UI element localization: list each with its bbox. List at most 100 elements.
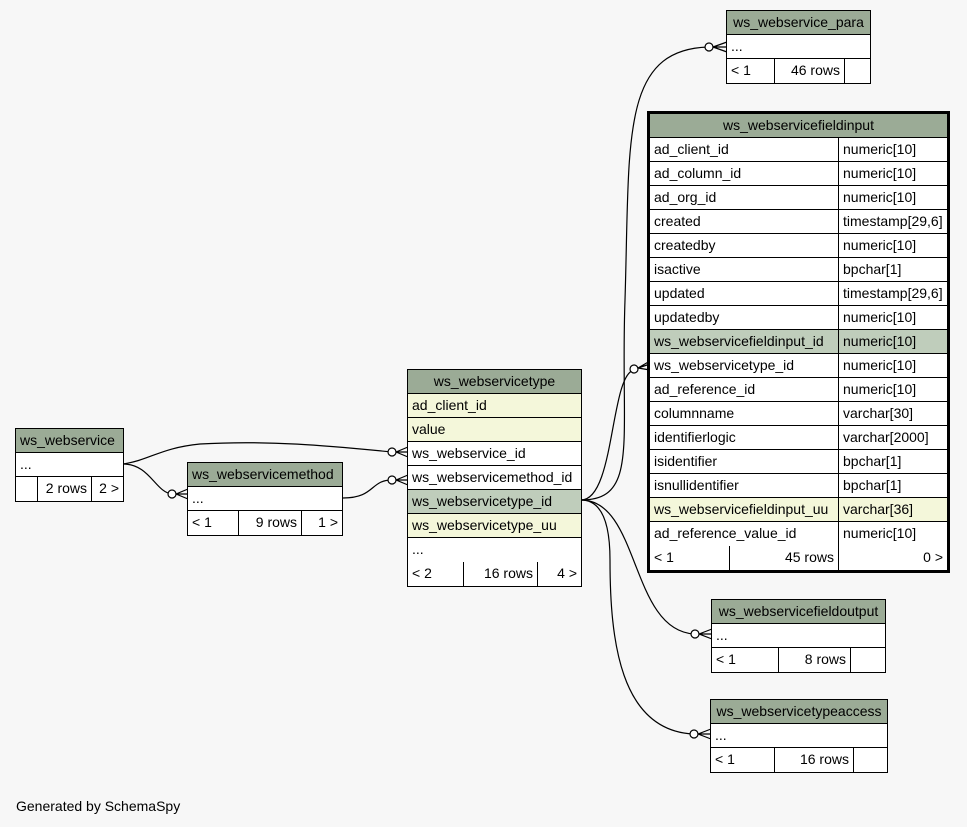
table-stats-row: 2 rows 2 > xyxy=(16,477,123,501)
column-type: varchar[36] xyxy=(843,501,914,517)
table-row: ... xyxy=(408,538,581,562)
crows-foot xyxy=(395,474,409,486)
column-name: createdby xyxy=(650,234,839,257)
optional-marker xyxy=(387,447,397,457)
column-type: timestamp[29,6] xyxy=(843,213,943,229)
column-name: ... xyxy=(412,541,424,557)
table-header[interactable]: ws_webservicetype xyxy=(408,370,581,394)
table-row: ... xyxy=(711,724,887,748)
optional-marker xyxy=(629,364,639,374)
relation-webservice-to-webservicemethod xyxy=(122,463,173,495)
table-header[interactable]: ws_webservicefieldinput xyxy=(650,114,947,138)
column-type: numeric[10] xyxy=(843,141,917,157)
children-link[interactable]: 0 > xyxy=(923,549,943,565)
relation-webservicemethod-to-webservicetype xyxy=(342,479,393,499)
relation-webservicetype-to-typeaccess xyxy=(580,499,694,735)
table-stats-row: < 2 16 rows 4 > xyxy=(408,562,581,586)
crows-foot xyxy=(712,41,728,53)
table-row: ... xyxy=(16,453,123,477)
table-header[interactable]: ws_webservice xyxy=(16,429,123,453)
column-type: bpchar[1] xyxy=(843,477,902,493)
table-ws-webservicemethod[interactable]: ws_webservicemethod ... < 1 9 rows 1 > xyxy=(187,462,343,536)
row-count: 16 rows xyxy=(464,562,538,586)
column-type: numeric[10] xyxy=(843,237,917,253)
column-name: ... xyxy=(731,38,743,54)
column-name: columnname xyxy=(650,402,839,425)
column-type: numeric[10] xyxy=(843,309,917,325)
column-name: ad_org_id xyxy=(650,186,839,209)
column-name: ad_reference_id xyxy=(650,378,839,401)
table-header[interactable]: ws_webservice_para xyxy=(727,11,870,35)
table-stats-row: < 1 9 rows 1 > xyxy=(188,511,342,535)
children-link[interactable]: 2 > xyxy=(99,480,119,496)
row-count: 9 rows xyxy=(239,511,302,535)
column-name: isactive xyxy=(650,258,839,281)
column-type: varchar[30] xyxy=(843,405,914,421)
parents-link[interactable]: < 1 xyxy=(188,511,239,535)
relation-webservicetype-to-fieldinput xyxy=(580,369,635,501)
column-name: ws_webservicetype_id xyxy=(412,493,553,509)
children-link[interactable]: 1 > xyxy=(318,514,338,530)
table-row: ... xyxy=(727,35,870,59)
table-ws-webservice-para[interactable]: ws_webservice_para ... < 1 46 rows xyxy=(726,10,871,84)
optional-marker xyxy=(689,729,699,739)
table-ws-webservicefieldoutput[interactable]: ws_webservicefieldoutput ... < 1 8 rows xyxy=(711,599,886,673)
children-link[interactable] xyxy=(845,59,870,83)
table-row: ws_webservicemethod_id xyxy=(408,466,581,490)
column-type: bpchar[1] xyxy=(843,261,902,277)
parents-link[interactable]: < 1 xyxy=(727,59,775,83)
column-name: value xyxy=(412,421,446,437)
parents-link[interactable] xyxy=(16,477,38,501)
relation-webservicetype-to-para xyxy=(580,46,709,501)
table-header[interactable]: ws_webservicetypeaccess xyxy=(711,700,887,724)
optional-marker xyxy=(167,489,177,499)
table-row: ws_webservicetype_uu xyxy=(408,514,581,538)
parents-link[interactable]: < 1 xyxy=(650,546,730,570)
column-name: created xyxy=(650,210,839,233)
parents-link[interactable]: < 1 xyxy=(712,648,779,672)
table-row: ws_webservice_id xyxy=(408,442,581,466)
column-name: isnullidentifier xyxy=(650,474,839,497)
row-count: 2 rows xyxy=(38,477,92,501)
table-row: ... xyxy=(188,487,342,511)
column-name: ... xyxy=(192,490,204,506)
column-type: bpchar[1] xyxy=(843,453,902,469)
column-type: numeric[10] xyxy=(843,525,917,541)
parents-link[interactable]: < 2 xyxy=(408,562,464,586)
table-row: ws_webservicetype_id xyxy=(408,490,581,514)
column-name: ... xyxy=(716,627,728,643)
parents-link[interactable]: < 1 xyxy=(711,748,775,772)
column-name: ad_column_id xyxy=(650,162,839,185)
column-type: numeric[10] xyxy=(843,165,917,181)
column-name: isidentifier xyxy=(650,450,839,473)
column-name: ws_webservicefieldinput_id xyxy=(650,330,839,353)
table-stats-row: < 1 16 rows xyxy=(711,748,887,772)
table-row: ... xyxy=(712,624,885,648)
table-ws-webservicetypeaccess[interactable]: ws_webservicetypeaccess ... < 1 16 rows xyxy=(710,699,888,773)
children-link[interactable]: 4 > xyxy=(557,565,577,581)
table-ws-webservice[interactable]: ws_webservice ... 2 rows 2 > xyxy=(15,428,124,502)
table-header[interactable]: ws_webservicemethod xyxy=(188,463,342,487)
column-name: ad_client_id xyxy=(412,397,487,413)
children-link[interactable] xyxy=(851,648,885,672)
row-count: 46 rows xyxy=(775,59,845,83)
table-stats-row: < 1 8 rows xyxy=(712,648,885,672)
children-link[interactable] xyxy=(854,748,887,772)
column-name: ws_webservicefieldinput_uu xyxy=(650,498,839,521)
table-header[interactable]: ws_webservicefieldoutput xyxy=(712,600,885,624)
column-name: identifierlogic xyxy=(650,426,839,449)
optional-marker xyxy=(704,42,714,52)
